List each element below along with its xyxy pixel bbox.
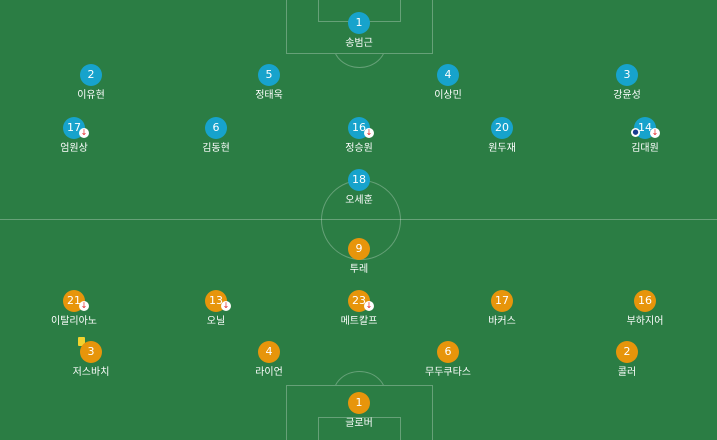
- player-name: 이탈리아노: [51, 316, 97, 327]
- player-name: 오닐: [206, 316, 226, 327]
- player-number-badge: 4: [437, 64, 459, 86]
- player-name: 이상민: [434, 90, 462, 101]
- away-player-2[interactable]: 2 콜러: [567, 341, 687, 381]
- home-player-14[interactable]: 14 ● ↓ 김대원: [585, 117, 705, 157]
- player-number-badge: 1: [348, 12, 370, 34]
- soccer-ball-icon: ●: [631, 128, 640, 137]
- home-player-1[interactable]: 1 송범근: [299, 12, 419, 52]
- yellow-card-icon: [78, 337, 85, 346]
- sub-off-arrow-icon: ↓: [221, 301, 231, 311]
- away-player-6[interactable]: 6 무두쿠타스: [388, 341, 508, 381]
- player-number-badge: 18: [348, 169, 370, 191]
- player-number-badge: 2: [80, 64, 102, 86]
- away-player-21[interactable]: 21 ↓ 이탈리아노: [14, 290, 134, 330]
- away-player-16[interactable]: 16 부하지어: [585, 290, 705, 330]
- player-name: 정승원: [345, 143, 373, 154]
- sub-off-arrow-icon: ↓: [79, 128, 89, 138]
- player-number-badge: 6: [437, 341, 459, 363]
- player-name: 콜러: [617, 367, 637, 378]
- player-name: 원두재: [488, 143, 516, 154]
- sub-off-arrow-icon: ↓: [79, 301, 89, 311]
- player-number-badge: 3: [616, 64, 638, 86]
- home-player-18[interactable]: 18 오세훈: [299, 169, 419, 209]
- player-name: 김대원: [631, 143, 659, 154]
- player-name: 송범근: [345, 38, 373, 49]
- sub-off-arrow-icon: ↓: [650, 128, 660, 138]
- player-number-badge: 20: [491, 117, 513, 139]
- away-player-9[interactable]: 9 투레: [299, 238, 419, 278]
- home-player-3[interactable]: 3 강윤성: [567, 64, 687, 104]
- home-player-20[interactable]: 20 원두재: [442, 117, 562, 157]
- player-name: 글로버: [345, 418, 373, 429]
- home-player-17[interactable]: 17 ↓ 엄원상: [14, 117, 134, 157]
- player-number-badge: 6: [205, 117, 227, 139]
- player-name: 메트칼프: [340, 316, 378, 327]
- player-name: 저스바치: [72, 367, 110, 378]
- sub-off-arrow-icon: ↓: [364, 301, 374, 311]
- player-number-badge: 5: [258, 64, 280, 86]
- home-player-6[interactable]: 6 김동현: [156, 117, 276, 157]
- home-player-4[interactable]: 4 이상민: [388, 64, 508, 104]
- away-player-1[interactable]: 1 글로버: [299, 392, 419, 432]
- player-number-badge: 2: [616, 341, 638, 363]
- top-penalty-box: [286, 0, 433, 54]
- player-name: 이유현: [77, 90, 105, 101]
- away-player-4[interactable]: 4 라이언: [209, 341, 329, 381]
- player-name: 정태욱: [255, 90, 283, 101]
- player-name: 부하지어: [626, 316, 664, 327]
- player-name: 투레: [349, 264, 369, 275]
- player-number-badge: 17: [491, 290, 513, 312]
- player-name: 강윤성: [613, 90, 641, 101]
- player-number-badge: 3: [80, 341, 102, 363]
- home-player-2[interactable]: 2 이유현: [31, 64, 151, 104]
- player-name: 무두쿠타스: [425, 367, 471, 378]
- away-player-3[interactable]: 3 저스바치: [31, 337, 151, 381]
- player-number-badge: 4: [258, 341, 280, 363]
- player-name: 오세훈: [345, 195, 373, 206]
- player-number-badge: 1: [348, 392, 370, 414]
- player-number-badge: 9: [348, 238, 370, 260]
- bottom-penalty-box: [286, 385, 433, 440]
- player-name: 엄원상: [60, 143, 88, 154]
- home-player-5[interactable]: 5 정태욱: [209, 64, 329, 104]
- player-name: 바커스: [488, 316, 516, 327]
- player-name: 김동현: [202, 143, 230, 154]
- away-player-23[interactable]: 23 ↓ 메트칼프: [299, 290, 419, 330]
- player-number-badge: 23: [348, 290, 370, 312]
- away-player-17[interactable]: 17 바커스: [442, 290, 562, 330]
- sub-off-arrow-icon: ↓: [364, 128, 374, 138]
- bottom-goal-box: [318, 417, 401, 440]
- player-name: 라이언: [255, 367, 283, 378]
- away-player-13[interactable]: 13 ↓ 오닐: [156, 290, 276, 330]
- home-player-16[interactable]: 16 ↓ 정승원: [299, 117, 419, 157]
- player-number-badge: 16: [634, 290, 656, 312]
